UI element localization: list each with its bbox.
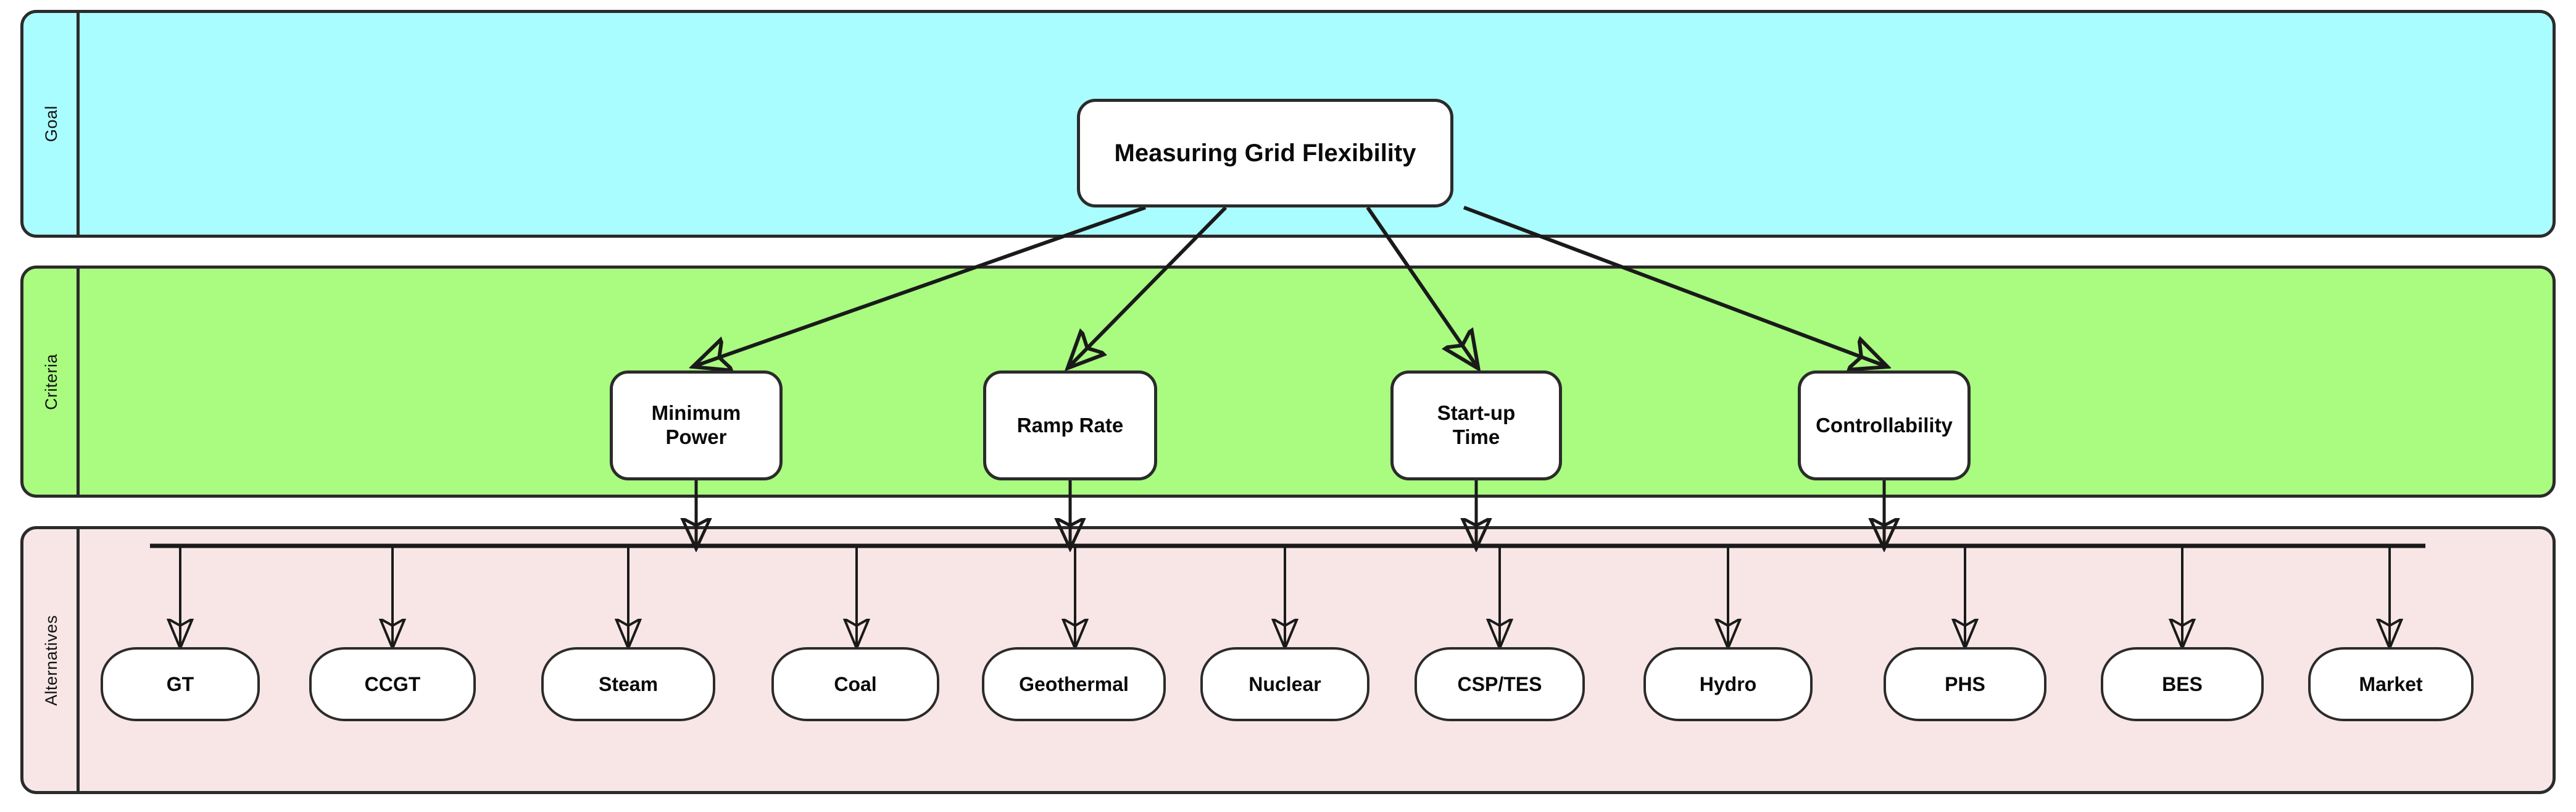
criteria-node-controllability-label: Controllability: [1816, 413, 1953, 437]
alternative-node-gt[interactable]: GT: [101, 647, 260, 721]
criteria-node-ramp-rate-label: Ramp Rate: [1016, 413, 1124, 437]
alternative-node-bes-label: BES: [2162, 672, 2203, 695]
alternative-node-market[interactable]: Market: [2308, 647, 2474, 721]
criteria-node-start-up-time-label: Start-up Time: [1437, 401, 1516, 450]
criteria-node-start-up-time[interactable]: Start-up Time: [1390, 370, 1562, 480]
criteria-node-minimum-power[interactable]: Minimum Power: [610, 370, 783, 480]
criteria-label-line1: Minimum: [651, 401, 741, 425]
alternative-node-phs[interactable]: PHS: [1884, 647, 2046, 721]
alternative-node-nuclear-label: Nuclear: [1249, 672, 1321, 695]
alternative-node-ccgt[interactable]: CCGT: [309, 647, 476, 721]
criteria-band-label-text: Criteria: [42, 353, 61, 410]
alternative-node-market-label: Market: [2359, 672, 2423, 695]
alternative-node-coal-label: Coal: [834, 672, 877, 695]
alternative-node-nuclear[interactable]: Nuclear: [1200, 647, 1369, 721]
alternative-node-ccgt-label: CCGT: [364, 672, 421, 695]
alternative-node-geothermal-label: Geothermal: [1019, 672, 1129, 695]
alternative-node-csp-tes-label: CSP/TES: [1457, 672, 1542, 695]
criteria-band-label: Criteria: [23, 269, 80, 495]
alternative-node-coal[interactable]: Coal: [771, 647, 939, 721]
alternative-node-hydro[interactable]: Hydro: [1643, 647, 1813, 721]
alternatives-band-divider: [77, 529, 80, 791]
criteria-node-controllability[interactable]: Controllability: [1798, 370, 1971, 480]
criteria-label-line2: Power: [665, 425, 727, 448]
goal-band-label-text: Goal: [41, 105, 60, 143]
criteria-node-minimum-power-label: Minimum Power: [652, 401, 741, 450]
goal-band-label: Goal: [23, 13, 80, 235]
criteria-band: Criteria: [20, 266, 2556, 498]
alternatives-band-label: Alternatives: [23, 529, 80, 791]
goal-node-label: Measuring Grid Flexibility: [1114, 139, 1416, 167]
alternative-node-bes[interactable]: BES: [2101, 647, 2264, 721]
criteria-label-line2: Time: [1452, 425, 1500, 448]
alternative-node-csp-tes[interactable]: CSP/TES: [1415, 647, 1585, 721]
alternative-node-geothermal[interactable]: Geothermal: [982, 647, 1166, 721]
criteria-band-divider: [77, 269, 80, 495]
goal-band-divider: [77, 13, 80, 235]
alternative-node-gt-label: GT: [166, 672, 194, 695]
goal-node[interactable]: Measuring Grid Flexibility: [1077, 99, 1453, 207]
criteria-node-ramp-rate[interactable]: Ramp Rate: [983, 370, 1157, 480]
alternative-node-hydro-label: Hydro: [1699, 672, 1757, 695]
criteria-label-line1: Start-up: [1437, 401, 1516, 425]
alternative-node-phs-label: PHS: [1945, 672, 1985, 695]
alternative-node-steam[interactable]: Steam: [541, 647, 715, 721]
alternatives-band-label-text: Alternatives: [42, 614, 61, 706]
alternative-node-steam-label: Steam: [598, 672, 659, 695]
